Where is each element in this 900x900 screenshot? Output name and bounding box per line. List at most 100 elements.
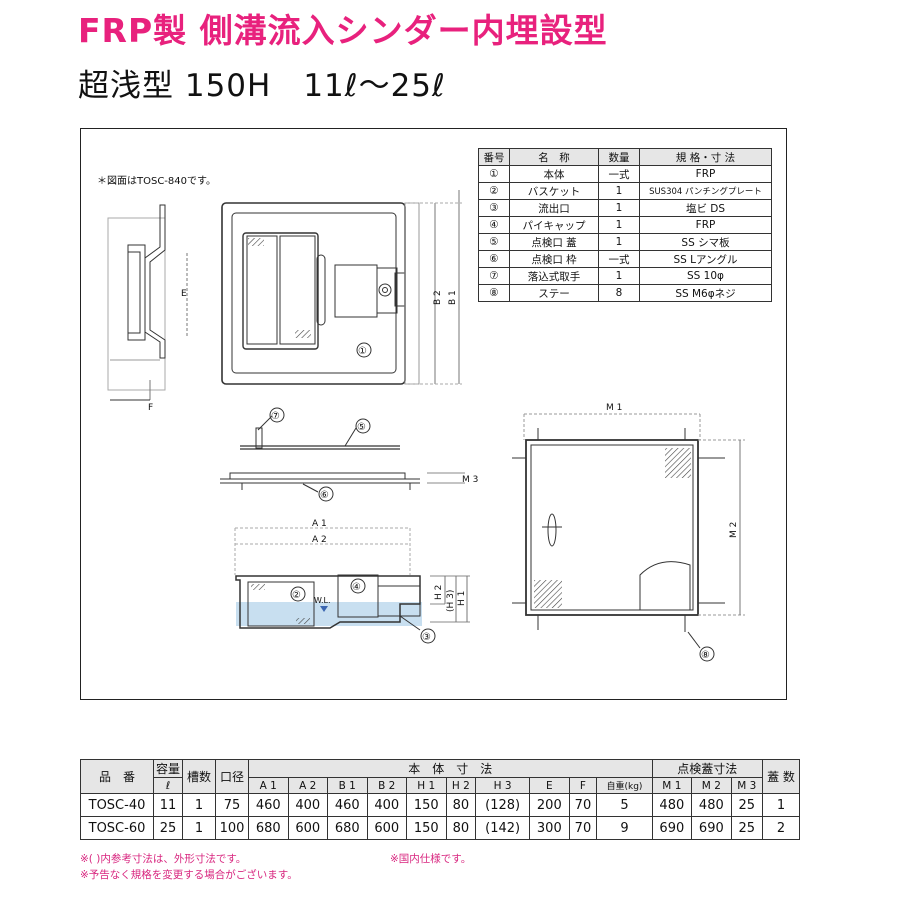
parts-header-row: 番号 名 称 数量 規 格・寸 法 [478,148,772,166]
parts-cell-spec: FRP [639,216,772,234]
parts-cell-name: 本体 [509,165,599,183]
page-subtitle: 超浅型 150H 11ℓ～25ℓ [78,68,446,104]
figure-note: ＊図面はTOSC-840です。 [97,176,217,187]
spec-cell: 1 [182,816,216,840]
spec-cell: 150 [406,793,447,817]
parts-cell-name: 点検口 枠 [509,250,599,268]
parts-cell-spec: SS Lアングル [639,250,772,268]
spec-cell: 150 [406,816,447,840]
parts-cell-qty: 1 [598,216,640,234]
parts-cell-no: ⑥ [478,250,510,268]
spec-cell: 600 [287,816,328,840]
spec-cell: 1 [182,793,216,817]
spec-header-bore: 口径 [215,759,249,794]
parts-header-qty: 数量 [598,148,640,166]
spec-cell: 70 [568,793,598,817]
spec-cell: 400 [366,793,407,817]
spec-cell: 80 [445,816,477,840]
parts-cell-spec: 塩ビ DS [639,199,772,217]
spec-header-body-col: E [529,777,570,794]
parts-cell-name: 点検口 蓋 [509,233,599,251]
parts-cell-no: ② [478,182,510,200]
drawing-frame [80,128,787,700]
spec-cell: 100 [215,816,249,840]
parts-cell-qty: 一式 [598,165,640,183]
spec-cell: 70 [568,816,598,840]
spec-header-cover-col: M 3 [730,777,764,794]
spec-header-capacity-unit: ℓ [153,777,183,794]
spec-cell: 460 [248,793,289,817]
spec-cell: 25 [730,816,764,840]
spec-cell-model: TOSC-60 [80,816,154,840]
spec-header-body-col: B 1 [327,777,368,794]
parts-cell-spec: FRP [639,165,772,183]
spec-header-body-col: F [568,777,598,794]
footnote-change-notice: ※予告なく規格を変更する場合がございます。 [80,869,298,881]
spec-header-cover-col: M 2 [691,777,732,794]
parts-cell-no: ① [478,165,510,183]
spec-cell: 690 [691,816,732,840]
parts-cell-spec: SUS304 パンチングプレート [639,182,772,200]
spec-cell: 690 [651,816,693,840]
spec-cell: 25 [730,793,764,817]
spec-header-body-col: B 2 [366,777,407,794]
spec-header-capacity: 容量 [153,759,183,778]
spec-cell: 9 [596,816,653,840]
parts-cell-qty: 1 [598,233,640,251]
spec-header-body-col: H 1 [406,777,447,794]
spec-cell: 200 [529,793,570,817]
parts-cell-no: ⑧ [478,284,510,302]
spec-cell: 400 [287,793,328,817]
spec-header-lids: 蓋 数 [762,759,800,794]
spec-cell: 1 [762,793,800,817]
spec-header-body-col: H 2 [445,777,477,794]
spec-header-body-col: H 3 [475,777,531,794]
spec-cell: 300 [529,816,570,840]
spec-header-body-col: 自重(kg) [596,777,653,794]
spec-cell-model: TOSC-40 [80,793,154,817]
spec-header-model: 品 番 [80,759,154,794]
spec-cell: 75 [215,793,249,817]
parts-cell-name: 落込式取手 [509,267,599,285]
parts-cell-qty: 1 [598,199,640,217]
parts-cell-spec: SS M6φネジ [639,284,772,302]
spec-header-body-col: A 2 [287,777,328,794]
spec-header-tanks: 槽数 [182,759,216,794]
spec-cell: 5 [596,793,653,817]
spec-cell: 480 [651,793,693,817]
spec-cell: 25 [153,816,183,840]
parts-cell-qty: 1 [598,182,640,200]
parts-cell-no: ③ [478,199,510,217]
spec-cell: 2 [762,816,800,840]
spec-cell: 80 [445,793,477,817]
spec-cell: 11 [153,793,183,817]
spec-header-row-1: 品 番 容量 槽数 口径 本 体 寸 法 点検蓋寸法 蓋 数 [80,759,800,794]
parts-header-name: 名 称 [509,148,599,166]
parts-cell-spec: SS 10φ [639,267,772,285]
spec-cell: 480 [691,793,732,817]
spec-header-body: 本 体 寸 法 [248,759,653,778]
spec-cell: 680 [327,816,368,840]
parts-cell-no: ⑦ [478,267,510,285]
spec-cell: (142) [475,816,531,840]
page-title: FRP製 側溝流入シンダー内埋設型 [78,11,608,50]
parts-cell-name: バスケット [509,182,599,200]
footnote-reference: ※( )内参考寸法は、外形寸法です。 [80,853,247,865]
spec-header-body-col: A 1 [248,777,289,794]
spec-header-cover: 点検蓋寸法 [651,759,764,778]
parts-cell-spec: SS シマ板 [639,233,772,251]
parts-cell-no: ⑤ [478,233,510,251]
footnote-domestic: ※国内仕様です。 [390,853,472,865]
parts-header-no: 番号 [478,148,510,166]
